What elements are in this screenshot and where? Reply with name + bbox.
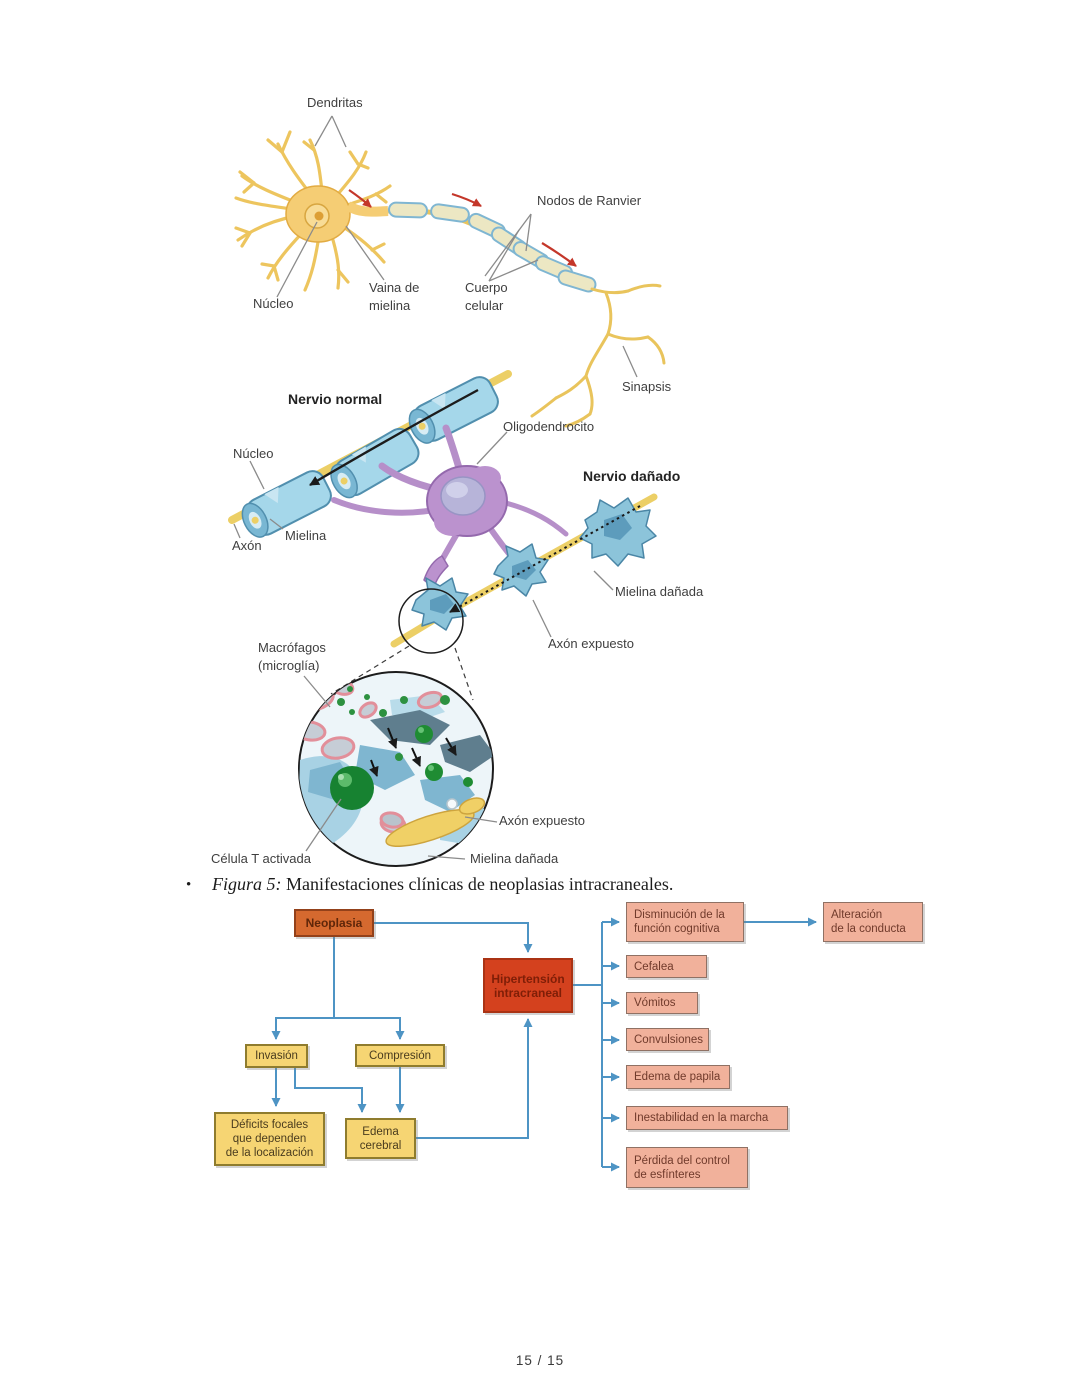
label-axon-expuesto: Axón expuesto: [548, 636, 635, 651]
label-dendritas: Dendritas: [307, 95, 363, 110]
flowchart-node-neoplasia: Neoplasia: [294, 909, 374, 937]
magnifier-line-right: [454, 647, 474, 701]
neuron-illustration: [234, 115, 666, 428]
page-indicator: 15 / 15: [515, 1353, 565, 1368]
flowchart-node-inestabilidad: Inestabilidad en la marcha: [626, 1106, 788, 1130]
label-macrofagos: Macrófagos (microglía): [258, 640, 326, 673]
flowchart-node-perdida: Pérdida del control de esfínteres: [626, 1147, 748, 1188]
label-axon-expuesto-inset: Axón expuesto: [499, 813, 586, 828]
label-nucleo-neurona: Núcleo: [253, 296, 294, 311]
nerve-damage-illustration: [228, 370, 658, 701]
label-cuerpo-celular: Cuerpo celular: [465, 280, 508, 313]
nucleus-dot: [314, 211, 324, 221]
flowchart-node-edema-papila: Edema de papila: [626, 1065, 730, 1089]
label-axon: Axón: [232, 538, 262, 553]
label-celula-t: Célula T activada: [211, 851, 311, 866]
flowchart-node-disminucion: Disminución de la función cognitiva: [626, 902, 744, 942]
label-mielina-danada-inset: Mielina dañada: [470, 851, 559, 866]
impulse-arrows: [348, 189, 577, 267]
flowchart-node-alteracion: Alteración de la conducta: [823, 902, 923, 942]
caption-text: Manifestaciones clínicas de neoplasias i…: [281, 874, 674, 894]
conduction-arrow: [309, 388, 479, 487]
label-oligodendrocito: Oligodendrocito: [503, 419, 595, 434]
label-nucleo-oligo: Núcleo: [233, 446, 274, 461]
flowchart-node-edema-cerebral: Edema cerebral: [345, 1118, 416, 1159]
flowchart-connectors: [271, 917, 817, 1172]
label-leader-lines: [276, 115, 638, 378]
flowchart-node-compresion: Compresión: [355, 1044, 445, 1067]
exposed-axon-inset: [379, 797, 486, 847]
label-nervio-normal: Nervio normal: [288, 391, 383, 407]
axon-hillock: [345, 201, 389, 217]
damaged-conduction-dotted-arrow: [449, 505, 641, 613]
flowchart-node-invasion: Invasión: [245, 1044, 308, 1068]
label-mielina-danada: Mielina dañada: [615, 584, 704, 599]
label-sinapsis: Sinapsis: [622, 379, 672, 394]
dendrites: [234, 130, 392, 292]
myelin-cylinders: [241, 376, 499, 538]
oligodendrocyte-body: [426, 465, 508, 537]
flowchart-node-vomitos: Vómitos: [626, 992, 698, 1014]
axon-terminals: [530, 283, 666, 428]
caption-figure-ref: Figura 5:: [212, 874, 282, 894]
small-green-granules: [337, 686, 450, 761]
flowchart-node-deficits: Déficits focales que dependen de la loca…: [214, 1112, 325, 1166]
label-vaina-mielina: Vaina de mielina: [369, 280, 420, 313]
label-mielina: Mielina: [285, 528, 327, 543]
label-nervio-danado: Nervio dañado: [583, 468, 681, 484]
magnifier-target-circle: [398, 588, 464, 654]
label-nodos-ranvier: Nodos de Ranvier: [537, 193, 642, 208]
flowchart-node-convulsiones: Convulsiones: [626, 1028, 709, 1051]
flowchart-node-cefalea: Cefalea: [626, 955, 707, 978]
figure-caption: • Figura 5: Manifestaciones clínicas de n…: [186, 874, 673, 895]
flowchart-node-hipertension: Hipertensión intracraneal: [483, 958, 573, 1013]
inset-leader-lines: [233, 431, 614, 860]
attack-arrows: [369, 727, 457, 777]
caption-bullet: •: [186, 877, 192, 893]
myelin-capsules: [388, 201, 597, 293]
